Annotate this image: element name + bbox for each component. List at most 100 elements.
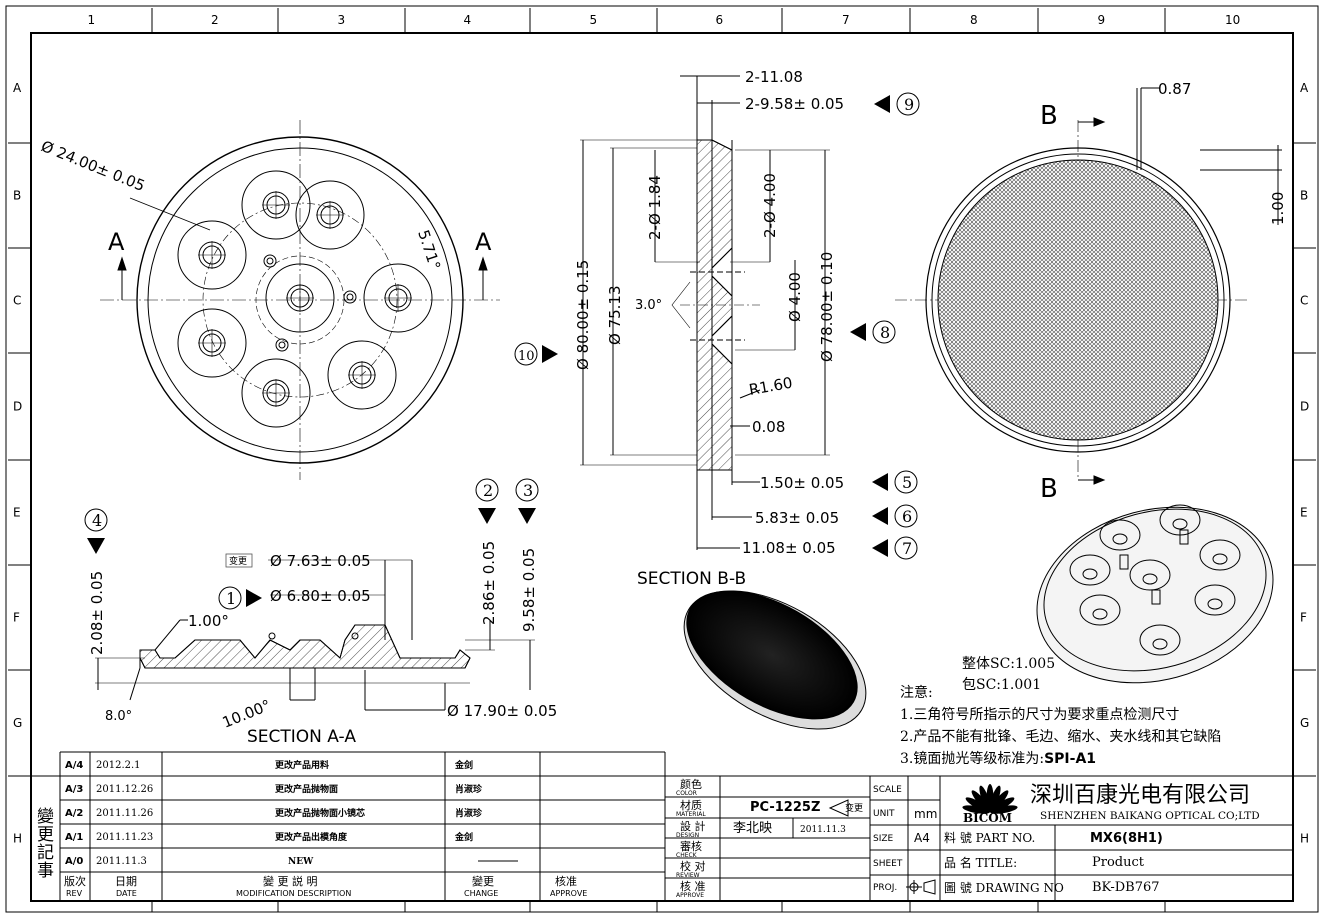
note-2: 2.产品不能有批锋、毛边、缩水、夹水线和其它缺陷 bbox=[900, 728, 1221, 745]
mesh-view bbox=[895, 87, 1282, 485]
svg-text:日期: 日期 bbox=[115, 875, 137, 888]
svg-text:A/2: A/2 bbox=[65, 808, 83, 819]
svg-text:版次: 版次 bbox=[64, 874, 86, 888]
part-no-label: 料 號 PART NO. bbox=[944, 831, 1035, 845]
dim-aa-a4: 9.58± 0.05 bbox=[520, 548, 538, 632]
svg-text:CHANGE: CHANGE bbox=[464, 889, 498, 898]
revision-header: 版次 REV 日期 DATE 變 更 説 明 MODIFICATION DESC… bbox=[64, 874, 587, 898]
svg-text:金剑: 金剑 bbox=[454, 759, 473, 771]
svg-text:更: 更 bbox=[37, 825, 54, 845]
svg-text:肖淑珍: 肖淑珍 bbox=[455, 807, 483, 819]
grid-col-label: 3 bbox=[338, 13, 346, 27]
grid-row-label-right: E bbox=[1300, 506, 1308, 520]
tb-label-en: COLOR bbox=[676, 790, 697, 797]
dim-bb-d7: Ø 80.00± 0.15 bbox=[574, 260, 592, 370]
tb-label-cn: 材质 bbox=[680, 798, 702, 812]
drawing-no-label: 圖 號 DRAWING NO bbox=[944, 881, 1064, 895]
grid-row-label-left: H bbox=[13, 832, 22, 846]
svg-text:2011.11.3: 2011.11.3 bbox=[96, 856, 147, 867]
svg-text:6: 6 bbox=[902, 507, 912, 526]
company-name-cn: 深圳百康光电有限公司 bbox=[1030, 783, 1250, 808]
dim-aa-a7: 8.0° bbox=[105, 709, 132, 724]
svg-text:2011.11.23: 2011.11.23 bbox=[96, 832, 153, 843]
section-label-a-left: A bbox=[108, 228, 125, 256]
revision-table bbox=[31, 751, 666, 901]
dim-aa-a9: Ø 17.90± 0.05 bbox=[447, 702, 557, 720]
svg-text:記: 記 bbox=[37, 843, 54, 863]
svg-text:3: 3 bbox=[523, 481, 533, 500]
sheet-label: SHEET bbox=[873, 859, 903, 869]
svg-text:2011.11.26: 2011.11.26 bbox=[96, 808, 153, 819]
grid-row-label-left: F bbox=[13, 611, 20, 625]
iso-view-lens bbox=[1036, 504, 1274, 684]
svg-text:5: 5 bbox=[902, 473, 912, 492]
svg-text:更改产品抛物面小镜芯: 更改产品抛物面小镜芯 bbox=[275, 807, 365, 819]
dim-bb-d12: 1.50± 0.05 bbox=[760, 474, 844, 492]
svg-text:NEW: NEW bbox=[288, 857, 314, 867]
logo-text: BICOM bbox=[963, 811, 1012, 825]
dim-bb-d3: 2-Ø 1.84 bbox=[646, 175, 664, 240]
section-aa-title: SECTION A-A bbox=[247, 727, 356, 747]
svg-text:2: 2 bbox=[483, 481, 493, 500]
unit-label: UNIT bbox=[873, 809, 895, 819]
tb-label-cn: 颜色 bbox=[680, 777, 702, 791]
grid-col-label: 7 bbox=[842, 13, 850, 27]
dim-bb-d8: Ø 75.13 bbox=[606, 285, 624, 345]
dim-bb-d1: 2-11.08 bbox=[745, 68, 803, 86]
svg-text:APPROVE: APPROVE bbox=[550, 889, 587, 898]
svg-text:更改产品用料: 更改产品用料 bbox=[275, 759, 329, 771]
notes-heading: 注意: bbox=[900, 684, 933, 701]
outer-frame bbox=[5, 5, 1319, 913]
grid-col-label: 6 bbox=[716, 13, 724, 27]
grid-row-label-left: D bbox=[13, 400, 22, 414]
svg-text:事: 事 bbox=[37, 861, 54, 881]
dim-bb-d5: Ø 4.00 bbox=[786, 272, 804, 322]
dim-bb-d10: R1.60 bbox=[748, 374, 794, 399]
svg-text:MODIFICATION DESCRIPTION: MODIFICATION DESCRIPTION bbox=[236, 889, 351, 898]
change-tag-aa bbox=[225, 553, 253, 568]
tb-label-cn: 校 对 bbox=[680, 859, 706, 873]
dim-front-diameter: Ø 24.00± 0.05 bbox=[39, 137, 148, 195]
section-bb-view bbox=[580, 75, 830, 550]
svg-text:9: 9 bbox=[904, 95, 914, 114]
title-value: Product bbox=[1092, 855, 1145, 870]
section-label-a-right: A bbox=[475, 228, 492, 256]
dim-bb-d6: Ø 78.00± 0.10 bbox=[818, 252, 836, 362]
grid-col-label: 2 bbox=[211, 13, 219, 27]
svg-text:4: 4 bbox=[92, 511, 102, 530]
svg-text:2011.12.26: 2011.12.26 bbox=[96, 784, 153, 795]
note-sc2: 包SC:1.001 bbox=[962, 677, 1041, 693]
tb-label-en: CHECK bbox=[676, 852, 698, 859]
grid-row-label-right: G bbox=[1300, 716, 1309, 730]
grid-row-label-left: A bbox=[13, 81, 22, 95]
svg-text:核准: 核准 bbox=[555, 874, 577, 888]
svg-text:7: 7 bbox=[902, 539, 912, 558]
dim-mesh-d2: 1.00 bbox=[1269, 192, 1287, 225]
grid-col-label: 10 bbox=[1225, 13, 1240, 27]
size-value: A4 bbox=[914, 831, 930, 845]
grid-row-label-left: B bbox=[13, 189, 21, 203]
note-3: 3.镜面抛光等级标准为:SPI-A1 bbox=[900, 750, 1096, 767]
material-change-tag: 变更 bbox=[845, 802, 863, 814]
grid-row-label-left: E bbox=[13, 506, 21, 520]
svg-text:DATE: DATE bbox=[116, 889, 137, 898]
svg-text:肖淑珍: 肖淑珍 bbox=[455, 783, 483, 795]
revision-row: A/2 2011.11.26 更改产品抛物面小镜芯 肖淑珍 bbox=[65, 807, 483, 819]
dim-bb-d2: 2-9.58± 0.05 bbox=[745, 95, 844, 113]
dim-bb-d11: 0.08 bbox=[752, 418, 785, 436]
svg-text:更改产品抛物面: 更改产品抛物面 bbox=[275, 783, 338, 795]
grid-col-label: 4 bbox=[464, 13, 472, 27]
dim-aa-a3: 2.86± 0.05 bbox=[480, 541, 498, 625]
svg-text:更改产品出模角度: 更改产品出模角度 bbox=[275, 831, 348, 843]
revision-side-label: 變 更 記 事 bbox=[37, 807, 54, 881]
grid-row-label-right: A bbox=[1300, 81, 1309, 95]
svg-text:2012.2.1: 2012.2.1 bbox=[96, 760, 141, 771]
